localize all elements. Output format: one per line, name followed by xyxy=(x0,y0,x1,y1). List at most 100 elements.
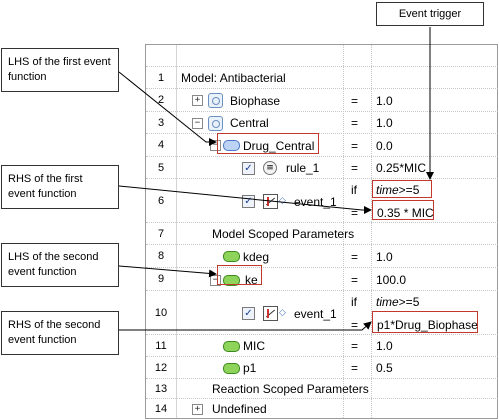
row-number: 5 xyxy=(157,161,165,174)
equals-sign: = xyxy=(351,318,359,332)
expand-icon[interactable]: + xyxy=(192,404,203,415)
equals-sign: = xyxy=(351,250,359,264)
callout-lhs-first: LHS of the first event function xyxy=(1,48,119,92)
collapse-icon[interactable]: − xyxy=(192,118,203,129)
row-number: 4 xyxy=(157,139,165,151)
highlight-rhs-first xyxy=(372,200,434,220)
value-cell[interactable]: 0.5 xyxy=(376,361,393,375)
table-row[interactable]: 7 Model Scoped Parameters xyxy=(146,222,498,244)
compartment-icon xyxy=(208,116,223,131)
parameter-name[interactable]: p1 xyxy=(243,361,257,375)
table-row[interactable]: 10 ✓ ◇ event_1 if time>=5 = p1*Drug_Biop… xyxy=(146,290,498,334)
table-row[interactable]: 4 − Drug_Central = 0.0 xyxy=(146,133,498,156)
row-number: 2 xyxy=(157,94,165,106)
section-header: Model Scoped Parameters xyxy=(212,227,355,241)
table-row[interactable]: 2 + Biophase = 1.0 xyxy=(146,88,498,111)
highlight-lhs-second xyxy=(217,265,262,285)
callout-lhs-second: LHS of the second event function xyxy=(1,243,119,287)
event-diamond-icon: ◇ xyxy=(279,195,286,205)
equals-sign: = xyxy=(351,116,359,130)
table-row[interactable]: 11 MIC = 1.0 xyxy=(146,334,498,356)
row-number: 8 xyxy=(157,250,165,262)
row-number: 1 xyxy=(157,71,165,84)
rule-name[interactable]: rule_1 xyxy=(286,161,320,175)
parameter-icon xyxy=(223,341,240,352)
value-cell[interactable]: p1*Drug_Biophase xyxy=(377,318,478,332)
enable-checkbox[interactable]: ✓ xyxy=(242,162,255,175)
section-header: Undefined xyxy=(212,402,267,416)
equals-sign: = xyxy=(351,206,359,220)
event-icon xyxy=(263,306,278,321)
trigger-expression[interactable]: time>=5 xyxy=(376,295,419,309)
row-number: 3 xyxy=(157,116,165,129)
row-number: 13 xyxy=(154,382,168,395)
row-number: 11 xyxy=(155,339,167,352)
event-icon xyxy=(263,194,278,209)
table-row[interactable]: 9 − ke = 100.0 xyxy=(146,267,498,290)
row-number-gutter xyxy=(146,66,177,418)
table-row[interactable]: 14 + Undefined xyxy=(146,398,498,419)
trigger-variable: time xyxy=(376,183,399,197)
species-icon xyxy=(223,140,240,151)
equals-sign: = xyxy=(351,273,359,287)
column-divider xyxy=(343,45,344,418)
enable-checkbox[interactable]: ✓ xyxy=(242,307,255,320)
row-number: 6 xyxy=(157,194,165,207)
column-divider xyxy=(371,45,372,418)
event-name[interactable]: event_1 xyxy=(294,307,337,321)
callout-event-trigger: Event trigger xyxy=(376,2,484,26)
equals-sign: = xyxy=(351,139,359,153)
table-row[interactable]: 1 Model: Antibacterial xyxy=(146,66,498,88)
value-cell[interactable]: 100.0 xyxy=(376,273,407,287)
if-keyword: if xyxy=(351,295,357,309)
highlight-rhs-second xyxy=(372,311,478,333)
value-cell[interactable]: 0.25*MIC xyxy=(376,161,427,175)
compartment-name[interactable]: Central xyxy=(230,116,269,130)
value-cell[interactable]: 0.35 * MIC xyxy=(377,206,434,220)
rule-icon: ≡ xyxy=(263,161,277,175)
parameter-icon xyxy=(223,275,240,286)
column-header xyxy=(146,45,497,66)
row-number: 9 xyxy=(157,273,165,285)
callout-rhs-second: RHS of the second event function xyxy=(1,311,119,355)
value-cell[interactable]: 1.0 xyxy=(376,339,393,353)
parameter-name[interactable]: ke xyxy=(245,273,258,287)
trigger-condition: >=5 xyxy=(398,183,420,197)
table-row[interactable]: 8 kdeg = 1.0 xyxy=(146,244,498,267)
row-number: 10 xyxy=(154,306,168,319)
if-keyword: if xyxy=(351,183,357,197)
expand-icon[interactable]: + xyxy=(192,95,203,106)
equals-sign: = xyxy=(351,161,359,175)
section-header: Reaction Scoped Parameters xyxy=(212,382,369,396)
table-row[interactable]: 13 Reaction Scoped Parameters xyxy=(146,378,498,398)
value-cell[interactable]: 1.0 xyxy=(376,116,393,130)
equals-sign: = xyxy=(351,94,359,108)
species-name[interactable]: Drug_Central xyxy=(243,139,315,153)
trigger-expression[interactable]: time>=5 xyxy=(376,183,419,197)
value-cell[interactable]: 0.0 xyxy=(376,139,393,153)
table-row[interactable]: 12 p1 = 0.5 xyxy=(146,356,498,378)
compartment-name[interactable]: Biophase xyxy=(230,94,281,108)
callout-rhs-first: RHS of the first event function xyxy=(1,165,119,209)
trigger-variable: time xyxy=(376,295,399,309)
table-row[interactable]: 5 ✓ ≡ rule_1 = 0.25*MIC xyxy=(146,156,498,178)
table-row[interactable]: 3 − Central = 1.0 xyxy=(146,111,498,133)
value-cell[interactable]: 1.0 xyxy=(376,250,393,264)
model-title: Model: Antibacterial xyxy=(181,71,286,85)
trigger-condition: >=5 xyxy=(398,295,420,309)
value-cell[interactable]: 1.0 xyxy=(376,94,393,108)
equals-sign: = xyxy=(351,361,359,375)
parameter-name[interactable]: kdeg xyxy=(243,250,270,264)
compartment-icon xyxy=(208,93,223,108)
row-number: 7 xyxy=(157,227,165,240)
model-tree-panel: 1 Model: Antibacterial 2 + Biophase = 1.… xyxy=(145,44,498,419)
row-number: 14 xyxy=(154,403,168,415)
event-diamond-icon: ◇ xyxy=(279,307,286,317)
table-row[interactable]: 6 ✓ ◇ event_1 if time>=5 = 0.35 * MIC xyxy=(146,178,498,222)
highlight-lhs-first xyxy=(217,133,319,154)
event-name[interactable]: event_1 xyxy=(294,195,337,209)
highlight-trigger xyxy=(372,180,432,198)
parameter-name[interactable]: MIC xyxy=(243,339,265,353)
enable-checkbox[interactable]: ✓ xyxy=(242,195,255,208)
parameter-icon xyxy=(223,251,240,262)
